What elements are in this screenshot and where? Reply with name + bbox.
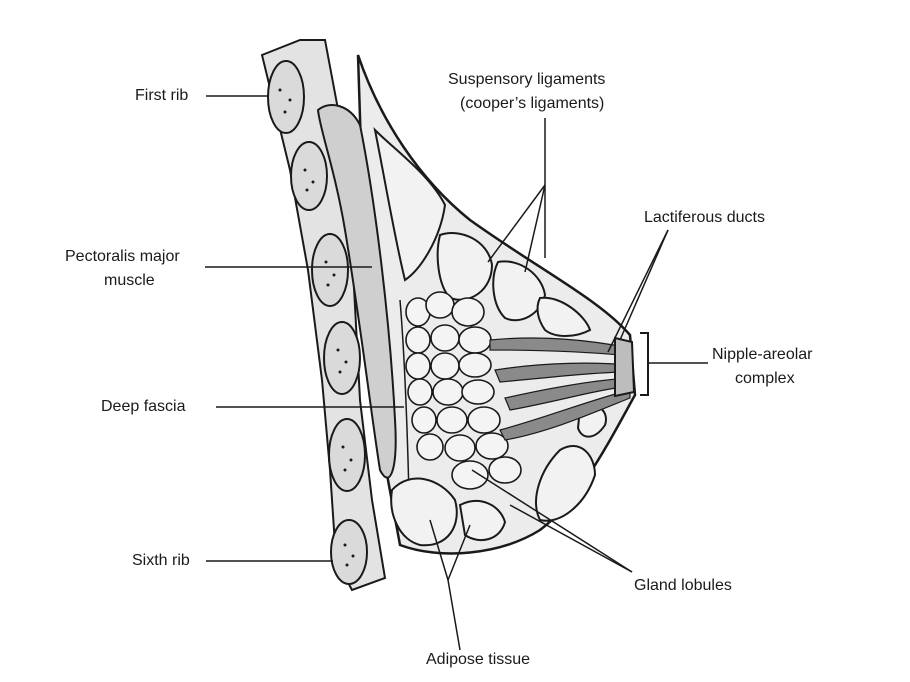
sixth-rib [331, 520, 367, 584]
label-sixth-rib: Sixth rib [132, 551, 190, 571]
nipple [615, 338, 634, 396]
label-nipple-line2: complex [735, 369, 795, 389]
nipple-areolar-bracket [640, 333, 648, 395]
label-pectoralis-line2: muscle [104, 271, 155, 291]
label-nipple-line1: Nipple-areolar [712, 345, 813, 365]
label-deep-fascia: Deep fascia [101, 397, 186, 417]
rib-5 [329, 419, 365, 491]
label-first-rib: First rib [135, 86, 188, 106]
rib-2 [291, 142, 327, 210]
rib-3 [312, 234, 348, 306]
label-gland-lobules: Gland lobules [634, 576, 732, 596]
label-suspensory-line1: Suspensory ligaments [448, 70, 605, 90]
label-lactiferous-ducts: Lactiferous ducts [644, 208, 765, 228]
label-adipose-tissue: Adipose tissue [426, 650, 530, 670]
label-suspensory-line2: (cooper’s ligaments) [460, 94, 604, 114]
label-pectoralis-line1: Pectoralis major [65, 247, 180, 267]
first-rib [268, 61, 304, 133]
rib-4 [324, 322, 360, 394]
